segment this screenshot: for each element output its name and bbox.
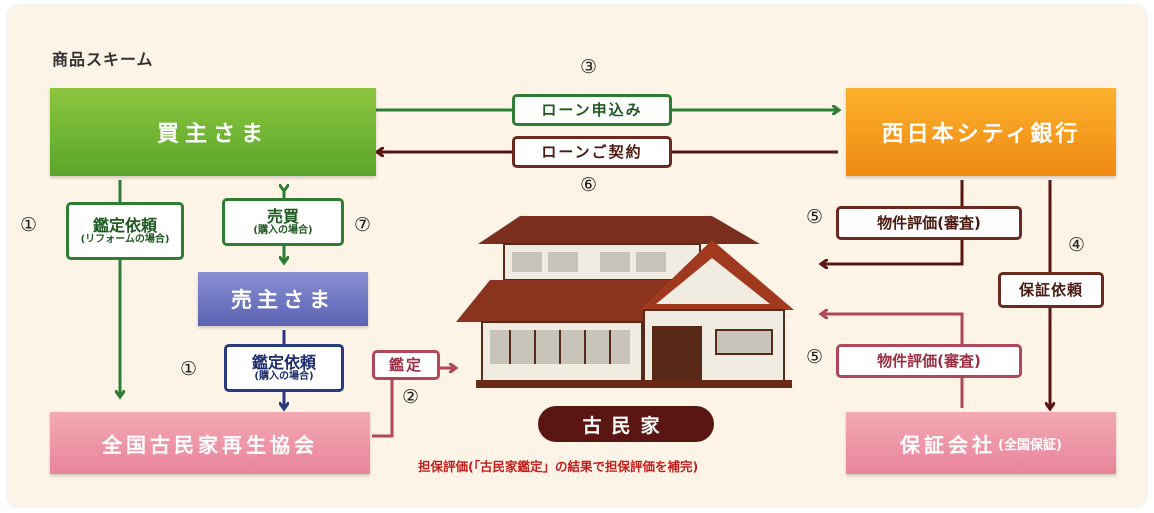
step-7: ⑦ — [354, 214, 372, 236]
collateral-caption: 担保評価(「古民家鑑定」の結果で担保評価を補完) — [418, 459, 699, 474]
appraisal-request-reform-sub: (リフォームの場合) — [80, 234, 170, 246]
sale-sub: (購入の場合) — [253, 225, 313, 237]
scheme-title: 商品スキーム — [52, 50, 154, 69]
guarantor-label: 保証会社 — [900, 432, 997, 457]
appraisal-request-reform-label: 鑑定依頼 (リフォームの場合) — [66, 202, 184, 260]
appraisal-request-purchase-sub: (購入の場合) — [254, 371, 314, 383]
step-5a: ⑤ — [806, 206, 824, 228]
guarantee-request-label: 保証依頼 — [998, 272, 1104, 308]
step-3: ③ — [580, 56, 598, 78]
step-2: ② — [402, 386, 420, 408]
guarantor-sub-label: (全国保証) — [998, 437, 1062, 453]
loan-application-label: ローン申込み — [512, 94, 672, 126]
appraisal-request-reform-main: 鑑定依頼 — [92, 215, 157, 235]
bank-box: 西日本シティ銀行 — [846, 88, 1116, 176]
property-eval-label-2: 物件評価(審査) — [836, 344, 1022, 378]
buyer-box: 買主さま — [50, 88, 376, 176]
property-eval-label-1: 物件評価(審査) — [836, 206, 1022, 240]
step-5b: ⑤ — [806, 346, 824, 368]
step-1b: ① — [180, 358, 198, 380]
kominka-house-illustration — [456, 216, 794, 388]
loan-contract-label: ローンご契約 — [512, 136, 672, 168]
association-box: 全国古民家再生協会 — [50, 412, 370, 474]
sale-main: 売買 — [266, 206, 299, 226]
kominka-label: 古民家 — [538, 406, 714, 442]
step-6: ⑥ — [580, 174, 598, 196]
step-4: ④ — [1068, 234, 1086, 256]
appraisal-request-purchase-label: 鑑定依頼 (購入の場合) — [224, 344, 344, 392]
appraisal-label: 鑑定 — [372, 350, 440, 380]
step-1a: ① — [20, 214, 38, 236]
appraisal-request-purchase-main: 鑑定依頼 — [251, 352, 316, 372]
guarantor-box: 保証会社(全国保証) — [846, 412, 1116, 474]
seller-box: 売主さま — [198, 272, 368, 326]
sale-label: 売買 (購入の場合) — [222, 198, 344, 246]
